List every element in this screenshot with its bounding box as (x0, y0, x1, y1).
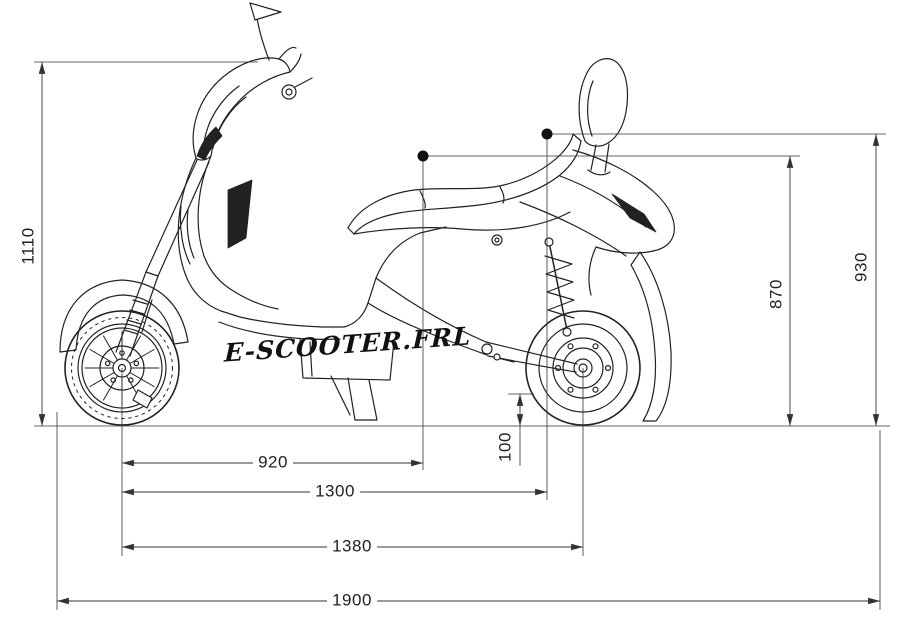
backrest-bracket (587, 169, 611, 176)
flyscreen (289, 53, 302, 73)
backrest (578, 58, 629, 176)
measurement-dot-870 (417, 150, 429, 162)
battery-box (299, 338, 395, 381)
mirror (249, 2, 282, 61)
headlight-line (203, 85, 240, 143)
mirror-head (249, 2, 282, 21)
tail-bodywork (491, 149, 675, 422)
measurement-dot-930 (541, 128, 553, 140)
center-stand (330, 375, 378, 421)
rear-suspension (481, 237, 578, 373)
handlebar-grip (281, 84, 297, 100)
brake-caliper (132, 389, 153, 409)
dim-label-wheelbase: 1380 (327, 537, 377, 557)
seat-seam (419, 190, 426, 209)
floorboard (218, 226, 488, 381)
front-fairing (192, 46, 313, 161)
brake-lever (294, 77, 313, 88)
dim-label-backrest-height: 930 (852, 248, 872, 286)
front-fork (115, 157, 210, 357)
front-fender (59, 279, 189, 353)
scooter-line-art (59, 2, 675, 426)
body-bolt (491, 234, 503, 246)
dim-label-1300: 1300 (310, 482, 360, 502)
dim-label-ground-clearance: 100 (496, 428, 516, 466)
shock-spring (544, 255, 575, 319)
dim-label-overall-length: 1900 (327, 591, 377, 611)
rear-mudflap (630, 251, 672, 422)
leg-shield (177, 155, 279, 312)
dim-label-overall-height: 1110 (19, 223, 39, 269)
seat (347, 133, 582, 235)
dim-label-920: 920 (253, 453, 293, 473)
dim-label-handlebar-point-height: 870 (767, 275, 787, 313)
